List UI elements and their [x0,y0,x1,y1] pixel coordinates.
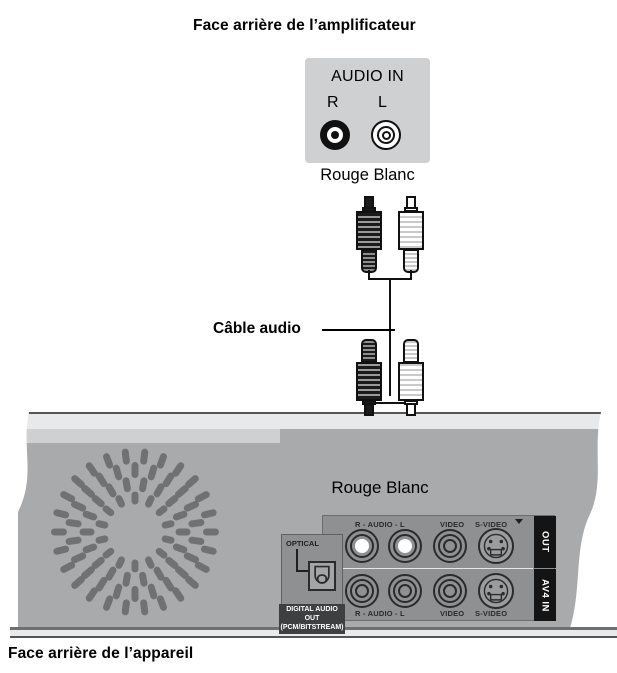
in-video-jack [433,574,467,608]
in-video-label: VIDEO [440,609,465,618]
device-rear-panel: OPTICAL DIGITAL AUDIO OUT (PCM/BITSTREAM… [0,339,617,639]
amplifier-rear-panel: AUDIO IN R L [305,58,430,163]
cable-leader-line [322,329,395,331]
av4in-text: AV4 IN [539,578,551,612]
cord-left-drop [368,270,370,280]
svideo-key-marker-icon [515,519,523,524]
amp-left-channel-label: L [378,94,387,111]
device-color-legend: Rouge Blanc [331,478,429,497]
plug-barrel [356,362,382,401]
device-base [10,630,617,638]
optical-leader-v [296,549,298,571]
in-row-side-label: AV4 IN [534,569,556,621]
amp-right-channel-label: R [327,94,339,111]
out-video-label: VIDEO [440,520,465,529]
optical-port-icon [308,561,336,591]
optical-leader-h [296,570,308,572]
upper-cable-assembly [340,196,440,396]
dao-line2: (PCM/BITSTREAM) [280,624,344,631]
digital-audio-out-badge: DIGITAL AUDIO OUT (PCM/BITSTREAM) [279,604,345,634]
out-svideo-label: S-VIDEO [475,520,508,529]
toslink-glyph [314,565,330,584]
terminal-block: OPTICAL DIGITAL AUDIO OUT (PCM/BITSTREAM… [279,515,556,634]
red-rca-jack-icon [320,120,350,150]
white-rca-jack-icon [371,120,401,150]
cooling-vent [51,448,219,616]
cord-yoke [368,278,412,280]
plug-barrel [398,362,424,401]
amplifier-color-legend: Rouge Blanc [320,166,415,184]
plug-barrel [398,211,424,250]
dao-line1: DIGITAL AUDIO OUT [286,606,338,622]
out-video-jack [433,529,467,563]
plug-grip [403,339,419,363]
optical-label: OPTICAL [286,539,319,548]
out-audio-left-jack [388,529,422,563]
optical-out-block: OPTICAL [281,534,343,606]
out-text: OUT [539,531,551,553]
device-left-cutaway [0,402,32,632]
in-svideo-label: S-VIDEO [475,609,508,618]
in-audio-right-jack [345,574,379,608]
device-right-cutaway [566,402,617,639]
out-audio-right-jack [345,529,379,563]
cord-trunk-upper [389,280,391,396]
plug-barrel [356,211,382,250]
cord-yoke-lower [368,402,412,404]
audio-in-label: AUDIO IN [331,68,404,85]
device-title: Face arrière de l’appareil [8,645,194,662]
amplifier-title: Face arrière de l’amplificateur [193,17,416,34]
device-top-step [18,429,280,443]
in-audio-label: R - AUDIO - L [355,609,405,618]
in-svideo-jack [478,573,514,609]
terminal-row-divider [323,568,533,569]
out-audio-label: R - AUDIO - L [355,520,405,529]
in-audio-left-jack [388,574,422,608]
plug-grip [361,339,377,363]
out-svideo-jack [478,528,514,564]
out-row-side-label: OUT [534,516,556,568]
cord-right-drop [410,270,412,280]
cable-audio-label: Câble audio [213,320,301,337]
